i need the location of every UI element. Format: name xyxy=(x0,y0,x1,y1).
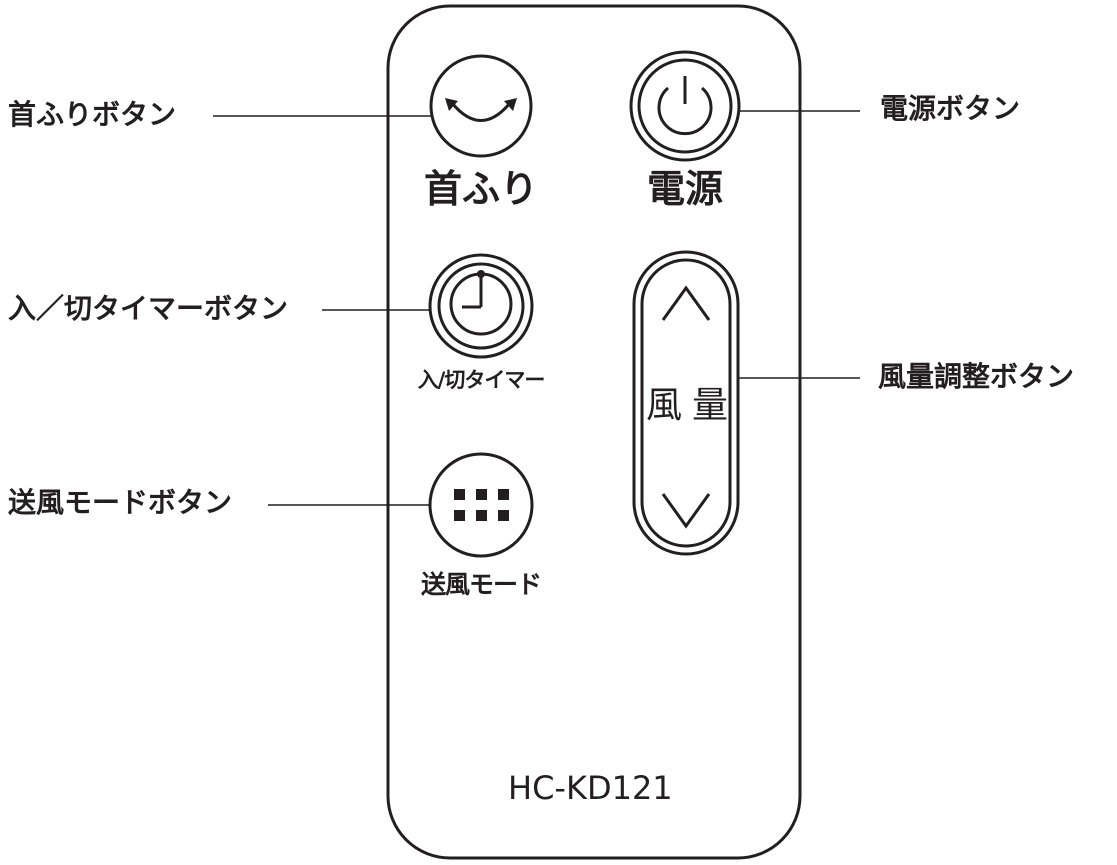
swing-arrows-icon xyxy=(445,98,517,122)
speed-up-button[interactable] xyxy=(661,285,711,321)
timer-button[interactable] xyxy=(428,253,534,359)
swing-label: 首ふり xyxy=(423,167,538,211)
fan-speed-callout: 風量調整ボタン xyxy=(878,360,1075,393)
power-button[interactable] xyxy=(629,50,741,162)
power-callout: 電源ボタン xyxy=(880,92,1021,125)
swing-callout: 首ふりボタン xyxy=(8,98,177,131)
wind-mode-callout: 送風モードボタン xyxy=(8,486,233,519)
remote-body xyxy=(386,4,802,860)
power-icon xyxy=(657,76,713,136)
wind-mode-button[interactable] xyxy=(428,452,534,558)
speed-label-right: 量 xyxy=(691,385,728,426)
timer-label: 入/切タイマー xyxy=(417,368,546,392)
wind-mode-label: 送風モード xyxy=(420,570,542,599)
model-number: HC-KD121 xyxy=(508,769,673,807)
chevron-down-icon xyxy=(661,493,711,529)
clock-icon xyxy=(449,270,513,336)
chevron-up-icon xyxy=(661,285,711,321)
timer-callout: 入／切タイマーボタン xyxy=(8,292,289,325)
dot-grid-icon xyxy=(454,489,509,521)
swing-button[interactable] xyxy=(429,54,533,158)
power-label: 電源 xyxy=(646,167,723,211)
speed-label-left: 風 xyxy=(645,385,682,426)
speed-down-button[interactable] xyxy=(661,493,711,529)
fan-speed-rocker[interactable] xyxy=(632,250,740,556)
